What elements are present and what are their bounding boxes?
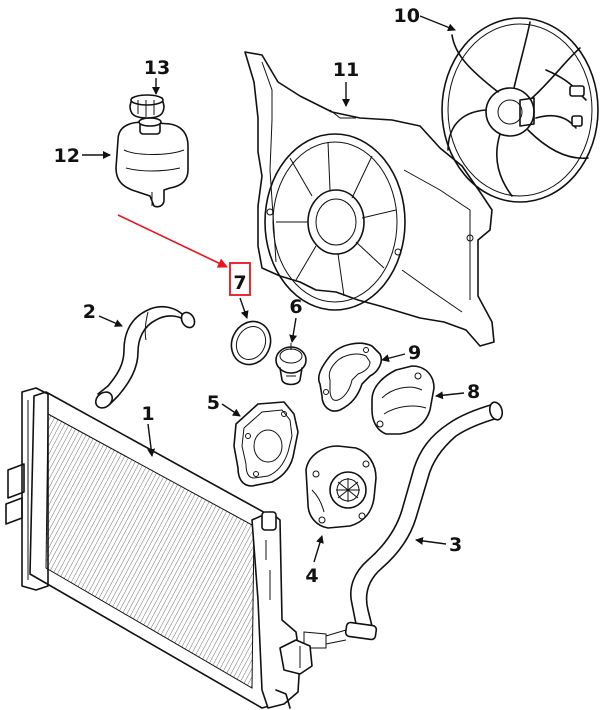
leader-4 [313,535,324,563]
thermostat-housing [371,365,435,435]
housing-gasket [317,342,383,412]
callout-3[interactable]: 3 [449,534,462,556]
callout-2[interactable]: 2 [83,301,96,323]
fan-shroud [244,51,495,347]
leader-9 [381,353,406,363]
leader-6 [289,317,298,343]
leader-1 [147,423,156,457]
thermostat [275,343,307,386]
upper-radiator-hose [94,305,196,409]
water-pump [305,445,377,529]
callout-1[interactable]: 1 [141,403,154,425]
leader-10 [419,15,456,32]
thermostat-gasket [230,320,272,366]
lower-radiator-hose [303,401,504,649]
callout-5[interactable]: 5 [207,392,220,414]
radiator [5,387,313,709]
leader-7 [239,297,249,319]
leader-5 [221,403,241,417]
cooling-fan [441,17,599,203]
tank-cap [129,94,165,119]
water-pump-gasket [233,401,299,487]
callout-7[interactable]: 7 [233,272,246,294]
expansion-tank [115,117,189,208]
callout-10[interactable]: 10 [394,5,420,27]
callout-4[interactable]: 4 [305,565,318,587]
callout-12[interactable]: 12 [54,145,80,167]
callout-8[interactable]: 8 [467,381,480,403]
callout-13[interactable]: 13 [144,57,170,79]
highlight-callout-7 [117,214,251,296]
callout-11[interactable]: 11 [333,59,359,81]
leader-3 [415,536,447,545]
highlight-box [229,262,251,296]
callout-labels: 10 11 13 12 2 7 6 9 8 5 1 3 4 [54,5,481,587]
leader-8 [435,391,465,400]
leader-lines [82,15,465,563]
leader-2 [98,315,123,327]
callout-9[interactable]: 9 [408,342,421,364]
callout-6[interactable]: 6 [289,296,302,318]
highlight-arrow [117,214,228,268]
